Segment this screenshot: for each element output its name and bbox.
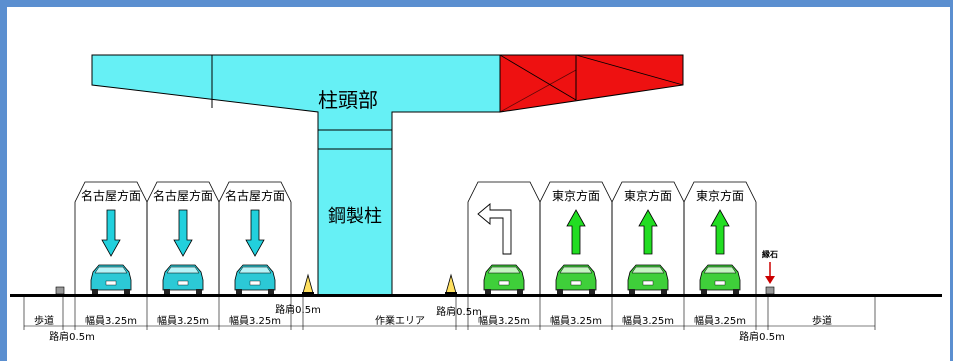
cars-right xyxy=(483,264,741,294)
turn-arrow-icon xyxy=(477,203,512,255)
curb-marker-left xyxy=(55,286,65,295)
lane-direction-label: 名古屋方面 xyxy=(225,188,285,203)
lane-width-label: 幅員3.25m xyxy=(157,314,209,327)
lane-direction-label: 東京方面 xyxy=(624,188,672,203)
lanes-left: 名古屋方面 名古屋方面 名古屋方面 xyxy=(74,181,292,294)
down-arrow-icon xyxy=(173,209,193,257)
steel-column-label: 鋼製柱 xyxy=(328,206,382,227)
traffic-cone-icon xyxy=(302,273,314,294)
lane-direction-label: 東京方面 xyxy=(552,188,600,203)
sidewalk-right-label: 歩道 xyxy=(812,314,832,327)
down-arrow-icon xyxy=(765,276,775,284)
car-icon xyxy=(627,264,669,294)
lanes-right: 東京方面 東京方面 東京方面 xyxy=(467,181,757,294)
car-icon xyxy=(234,264,276,294)
car-icon xyxy=(699,264,741,294)
steel-column: 鋼製柱 xyxy=(317,129,393,296)
down-arrow-icon xyxy=(101,209,121,257)
frame-right-border xyxy=(950,0,953,361)
shoulder-center-right-label: 路肩0.5m xyxy=(436,305,482,318)
pier-head: 柱頭部 xyxy=(91,54,684,131)
up-arrow-icon xyxy=(710,209,730,255)
up-arrow-icon xyxy=(566,209,586,255)
lane-direction-label: 名古屋方面 xyxy=(153,188,213,203)
road-surface xyxy=(10,294,942,297)
lane-width-label: 幅員3.25m xyxy=(85,314,137,327)
up-arrow-icon xyxy=(638,209,658,255)
lane-width-label: 幅員3.25m xyxy=(478,314,530,327)
shoulder-right-label: 路肩0.5m xyxy=(739,330,785,343)
curb-stone-label: 縁石 xyxy=(762,249,778,259)
dimension-lines xyxy=(23,297,876,330)
traffic-cone-icon xyxy=(445,273,457,294)
lane-width-label: 幅員3.25m xyxy=(550,314,602,327)
shoulder-left-label: 路肩0.5m xyxy=(49,330,95,343)
lane-width-label: 幅員3.25m xyxy=(622,314,674,327)
sidewalk-left-label: 歩道 xyxy=(34,314,54,327)
down-arrow-icon xyxy=(245,209,265,257)
work-area-label: 作業エリア xyxy=(375,314,425,327)
car-icon xyxy=(90,264,132,294)
cars-left xyxy=(90,264,276,294)
lane-direction-label: 東京方面 xyxy=(696,188,744,203)
car-icon xyxy=(555,264,597,294)
pier-head-red-section xyxy=(499,54,684,113)
car-icon xyxy=(162,264,204,294)
shoulder-center-left-label: 路肩0.5m xyxy=(275,303,321,316)
lane-width-label: 幅員3.25m xyxy=(694,314,746,327)
pier-head-label: 柱頭部 xyxy=(318,88,378,112)
curb-marker-right xyxy=(765,286,775,295)
lane-direction-label: 名古屋方面 xyxy=(81,188,141,203)
car-icon xyxy=(483,264,525,294)
lane-width-label: 幅員3.25m xyxy=(229,314,281,327)
